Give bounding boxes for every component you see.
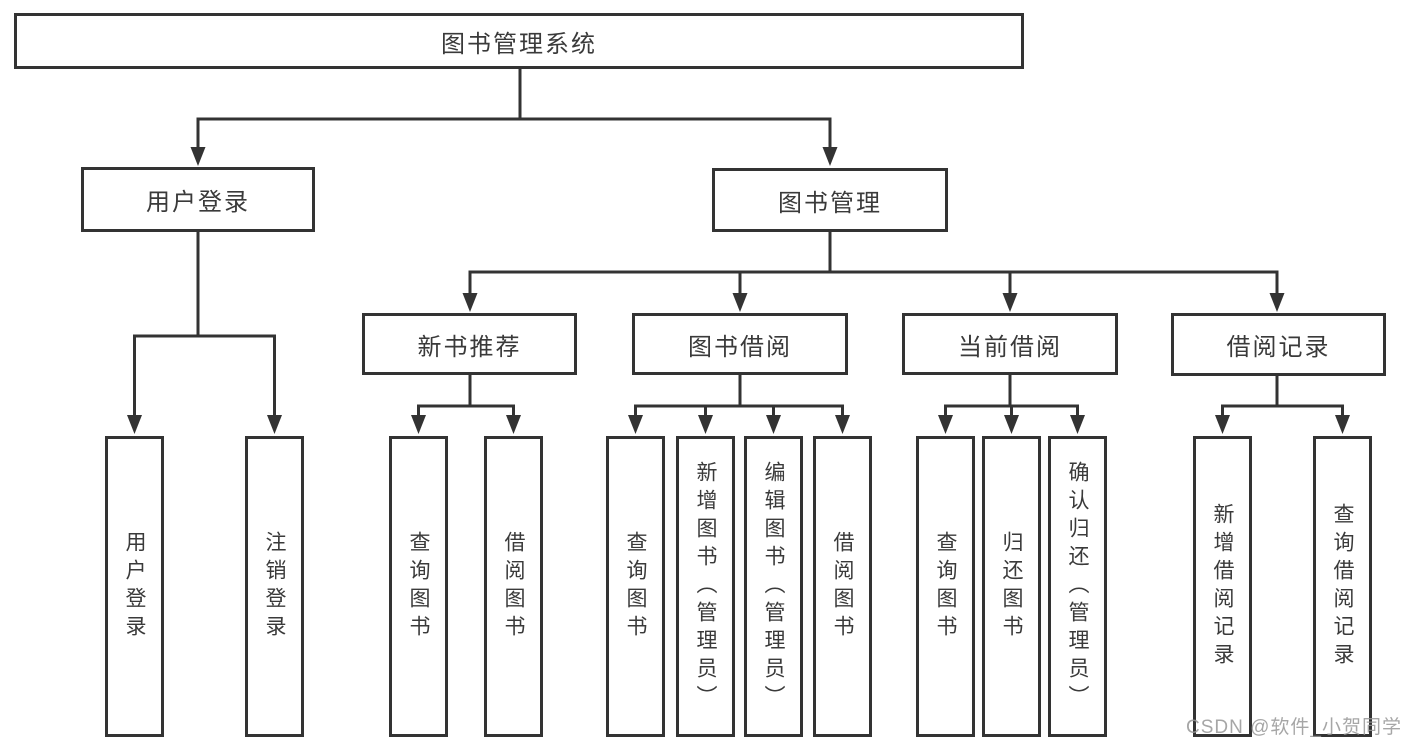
node-label: 查询图书 (624, 530, 647, 643)
node-label: 用户登录 (123, 530, 146, 643)
node-label: 新书推荐 (417, 333, 522, 361)
node-book-borrow: 图书借阅 (632, 313, 848, 375)
node-add-books-admin: 新增图书（管理员） (676, 436, 735, 737)
node-label: 注销登录 (263, 530, 286, 643)
node-add-borrow-record: 新增借阅记录 (1193, 436, 1252, 737)
node-label: 查询图书 (934, 530, 957, 643)
node-user-login: 用户登录 (81, 167, 315, 232)
node-label: 新增借阅记录 (1211, 502, 1234, 671)
node-book-management: 图书管理 (712, 168, 948, 232)
node-query-books-recommend: 查询图书 (389, 436, 448, 737)
node-confirm-return-admin: 确认归还（管理员） (1048, 436, 1107, 737)
node-label: 新增图书（管理员） (694, 460, 717, 713)
node-borrow-records: 借阅记录 (1171, 313, 1386, 376)
node-label: 确认归还（管理员） (1066, 460, 1089, 713)
node-new-book-recommend: 新书推荐 (362, 313, 577, 375)
node-query-books-current: 查询图书 (916, 436, 975, 737)
node-label: 借阅图书 (831, 530, 854, 643)
node-label: 借阅记录 (1226, 334, 1331, 361)
csdn-watermark: CSDN @软件_小贺同学 (1186, 717, 1402, 738)
node-label: 查询图书 (407, 530, 430, 643)
node-user-login-leaf: 用户登录 (105, 436, 164, 737)
node-label: 图书管理 (778, 189, 882, 217)
node-borrow-books-recommend: 借阅图书 (484, 436, 543, 737)
node-label: 借阅图书 (502, 530, 525, 643)
node-borrow-books-leaf: 借阅图书 (813, 436, 872, 737)
node-label: 图书管理系统 (441, 30, 597, 58)
node-logout: 注销登录 (245, 436, 304, 737)
node-return-books: 归还图书 (982, 436, 1041, 737)
node-label: 编辑图书（管理员） (762, 460, 785, 713)
node-label: 查询借阅记录 (1331, 502, 1354, 671)
node-label: 当前借阅 (958, 333, 1062, 361)
node-label: 用户登录 (146, 189, 250, 216)
node-query-books-borrow: 查询图书 (606, 436, 665, 737)
node-edit-books-admin: 编辑图书（管理员） (744, 436, 803, 737)
node-current-borrow: 当前借阅 (902, 313, 1118, 375)
node-library-management-system: 图书管理系统 (14, 13, 1024, 69)
node-query-borrow-record: 查询借阅记录 (1313, 436, 1372, 737)
node-label: 图书借阅 (688, 333, 792, 361)
node-label: 归还图书 (1000, 530, 1023, 643)
